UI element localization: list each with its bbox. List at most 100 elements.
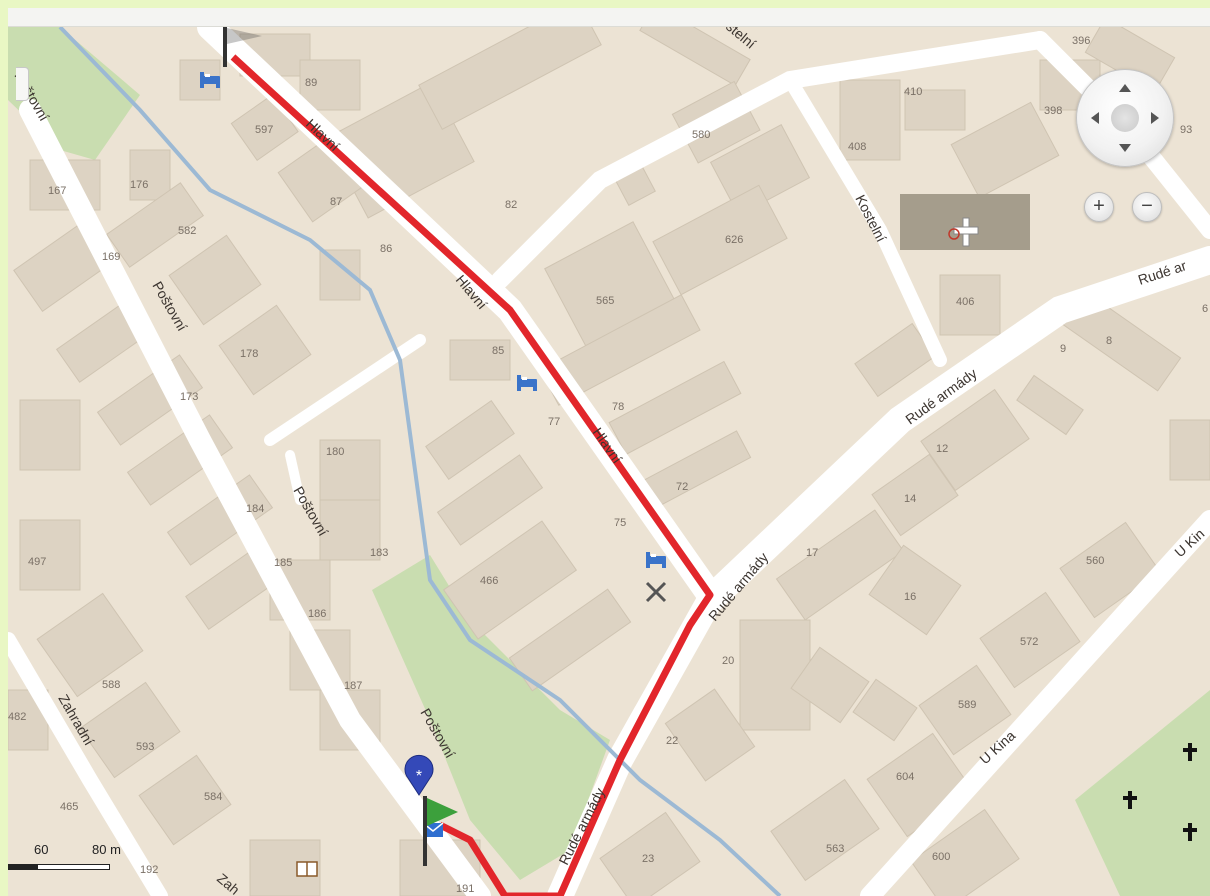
house-number: 89 [305,77,317,89]
house-number: 93 [1180,124,1192,136]
house-number: 588 [102,679,120,691]
house-number: 626 [725,234,743,246]
zoom-out-button[interactable]: − [1132,192,1162,222]
cemetery-cross-icon [1183,743,1197,761]
scale-bar: 60 80 m [8,842,148,882]
house-number: 593 [136,741,154,753]
route-line[interactable] [230,54,714,896]
house-number: 75 [614,517,626,529]
house-number: 184 [246,503,264,515]
house-number: 14 [904,493,916,505]
house-number: 565 [596,295,614,307]
scale-bar-segment [8,864,38,870]
library-icon[interactable] [296,861,318,877]
cemetery [1075,690,1210,896]
house-number: 176 [130,179,148,191]
pan-left-arrow-icon[interactable] [1091,112,1099,124]
end-marker-icon[interactable]: * [404,754,434,796]
park-central [372,555,610,880]
map-canvas[interactable]: Hlavní Hlavní Hlavní Poštovní Poštovní P… [8,27,1210,896]
hotel-icon[interactable] [200,72,220,88]
scale-label-80m: 80 m [92,842,121,857]
hotel-icon[interactable] [646,552,666,568]
pan-down-arrow-icon[interactable] [1119,144,1131,152]
road-u-kina [860,510,1210,896]
house-number: 167 [48,185,66,197]
cemetery-cross-icons [1123,743,1197,841]
house-number: 87 [330,196,342,208]
house-numbers: 396 410 398 93 580 408 89 597 82 87 86 6… [8,35,1208,895]
start-flag-icon[interactable] [423,796,458,866]
house-number: 465 [60,801,78,813]
house-number: 82 [505,199,517,211]
house-number: 8 [1106,335,1112,347]
house-number: 9 [1060,343,1066,355]
pan-control[interactable] [1076,69,1174,167]
house-number: 572 [1020,636,1038,648]
poi-icons: * [200,27,1197,877]
scale-label-60: 60 [34,842,49,857]
house-number: 560 [1086,555,1104,567]
cemetery-cross-icon [1183,823,1197,841]
house-number: 78 [612,401,624,413]
pan-center[interactable] [1111,104,1139,132]
house-number: 20 [722,655,734,667]
house-number: 183 [370,547,388,559]
house-number: 396 [1072,35,1090,47]
house-number: 584 [204,791,222,803]
road-zahradni [8,632,168,896]
restaurant-icon[interactable] [645,581,667,603]
house-number: 408 [848,141,866,153]
top-toolbar [8,8,1210,27]
house-number: 187 [344,680,362,692]
house-number: 497 [28,556,46,568]
road-postovni [19,99,491,896]
house-number: 173 [180,391,198,403]
panel-toggle-tab[interactable] [16,67,29,101]
house-number: 186 [308,608,326,620]
house-number: 86 [380,243,392,255]
house-number: 77 [548,416,560,428]
house-number: 482 [8,711,26,723]
church-icon[interactable] [948,217,979,247]
house-number: 185 [274,557,292,569]
map-view[interactable]: Hlavní Hlavní Hlavní Poštovní Poštovní P… [8,27,1210,896]
route-start-post[interactable] [223,27,262,67]
house-number: 600 [932,851,950,863]
house-number: 6 [1202,303,1208,315]
house-number: 178 [240,348,258,360]
zoom-in-button[interactable]: + [1084,192,1114,222]
house-number: 192 [140,864,158,876]
house-number: 22 [666,735,678,747]
cemetery-cross-icon [1123,791,1137,809]
house-number: 406 [956,296,974,308]
house-number: 169 [102,251,120,263]
house-number: 12 [936,443,948,455]
house-number: 563 [826,843,844,855]
house-number: 582 [178,225,196,237]
road-rude-armady-north [696,246,1210,614]
hotel-icon[interactable] [517,375,537,391]
house-number: 17 [806,547,818,559]
road-connector-small [285,450,305,505]
house-number: 16 [904,591,916,603]
house-number: 410 [904,86,922,98]
stream [58,27,782,896]
house-number: 180 [326,446,344,458]
road-kostelni-connector [491,31,1049,289]
house-number: 466 [480,575,498,587]
house-number: 23 [642,853,654,865]
road-connector-west [264,334,426,446]
house-number: 191 [456,883,474,895]
house-number: 589 [958,699,976,711]
parks [8,27,1210,896]
house-number: 72 [676,481,688,493]
pan-right-arrow-icon[interactable] [1151,112,1159,124]
house-number: 398 [1044,105,1062,117]
house-number: 85 [492,345,504,357]
house-number: 580 [692,129,710,141]
pan-up-arrow-icon[interactable] [1119,84,1131,92]
svg-text:*: * [416,768,422,785]
house-number: 604 [896,771,914,783]
